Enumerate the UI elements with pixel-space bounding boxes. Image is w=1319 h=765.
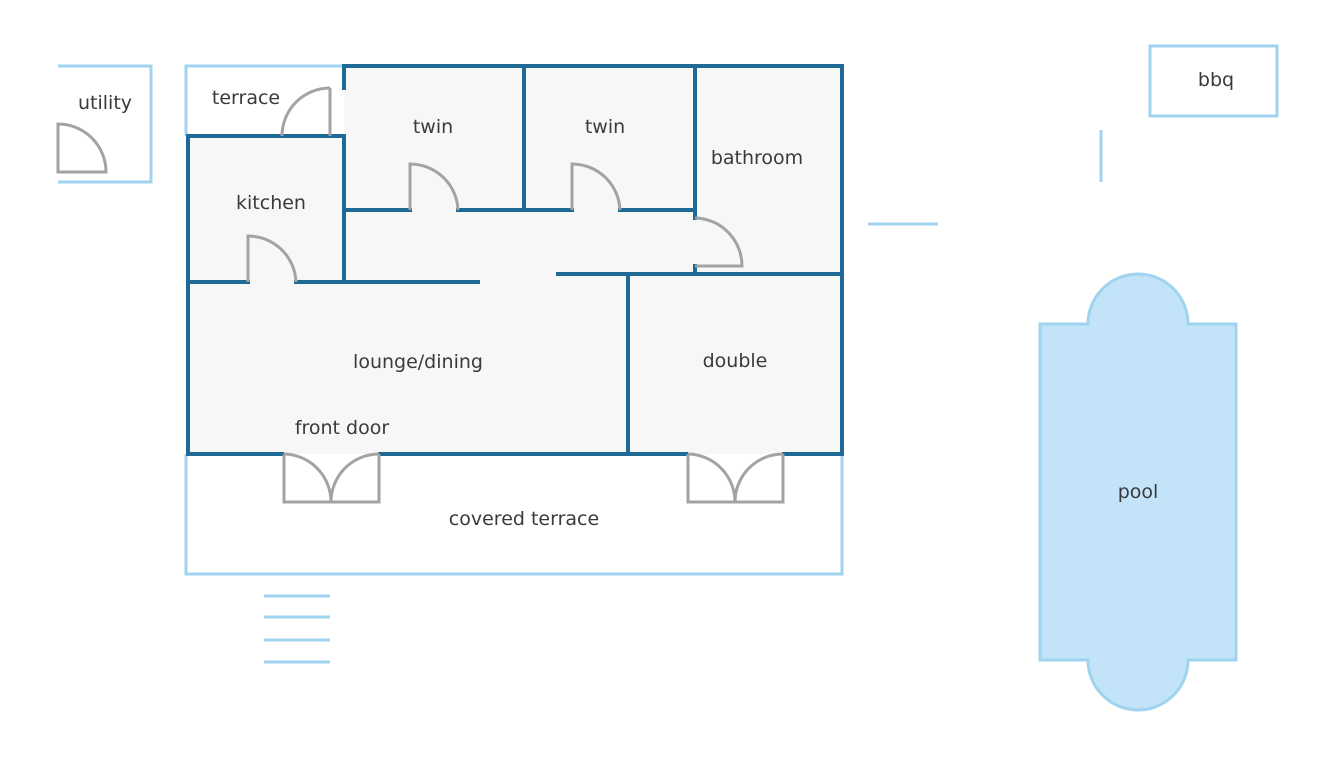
room-labels: utility terrace twin twin bathroom kitch… (78, 69, 1234, 530)
twin-door-1 (408, 162, 460, 211)
doors (56, 86, 785, 504)
steps (264, 594, 330, 664)
pool (1038, 272, 1238, 712)
label-twin-1: twin (413, 116, 453, 138)
label-pool: pool (1118, 481, 1159, 503)
terrace-outline (184, 64, 344, 136)
front-door-left (282, 452, 333, 504)
utility-door (56, 122, 108, 174)
bathroom-door (694, 216, 744, 268)
room-fills (188, 66, 842, 454)
label-bbq: bbq (1198, 69, 1234, 91)
exterior-outlines (58, 44, 1279, 664)
double-door-left (686, 452, 737, 504)
label-terrace: terrace (212, 87, 280, 109)
double-door-right (733, 452, 785, 504)
pool-shape (1038, 272, 1238, 712)
label-lounge: lounge/dining (353, 351, 483, 373)
front-door-right (329, 452, 381, 504)
label-utility: utility (78, 92, 132, 114)
terrace-door (280, 86, 332, 137)
label-twin-2: twin (585, 116, 625, 138)
label-kitchen: kitchen (236, 192, 306, 214)
label-double: double (703, 350, 768, 372)
utility-outline (58, 64, 153, 184)
label-front-door: front door (295, 417, 390, 439)
bbq-outline (1148, 44, 1279, 118)
label-covered-terrace: covered terrace (449, 508, 599, 530)
covered-terrace-outline (184, 454, 844, 576)
walls (186, 64, 844, 456)
twin-door-2 (570, 162, 622, 211)
label-bathroom: bathroom (711, 147, 803, 169)
kitchen-door (246, 234, 298, 283)
